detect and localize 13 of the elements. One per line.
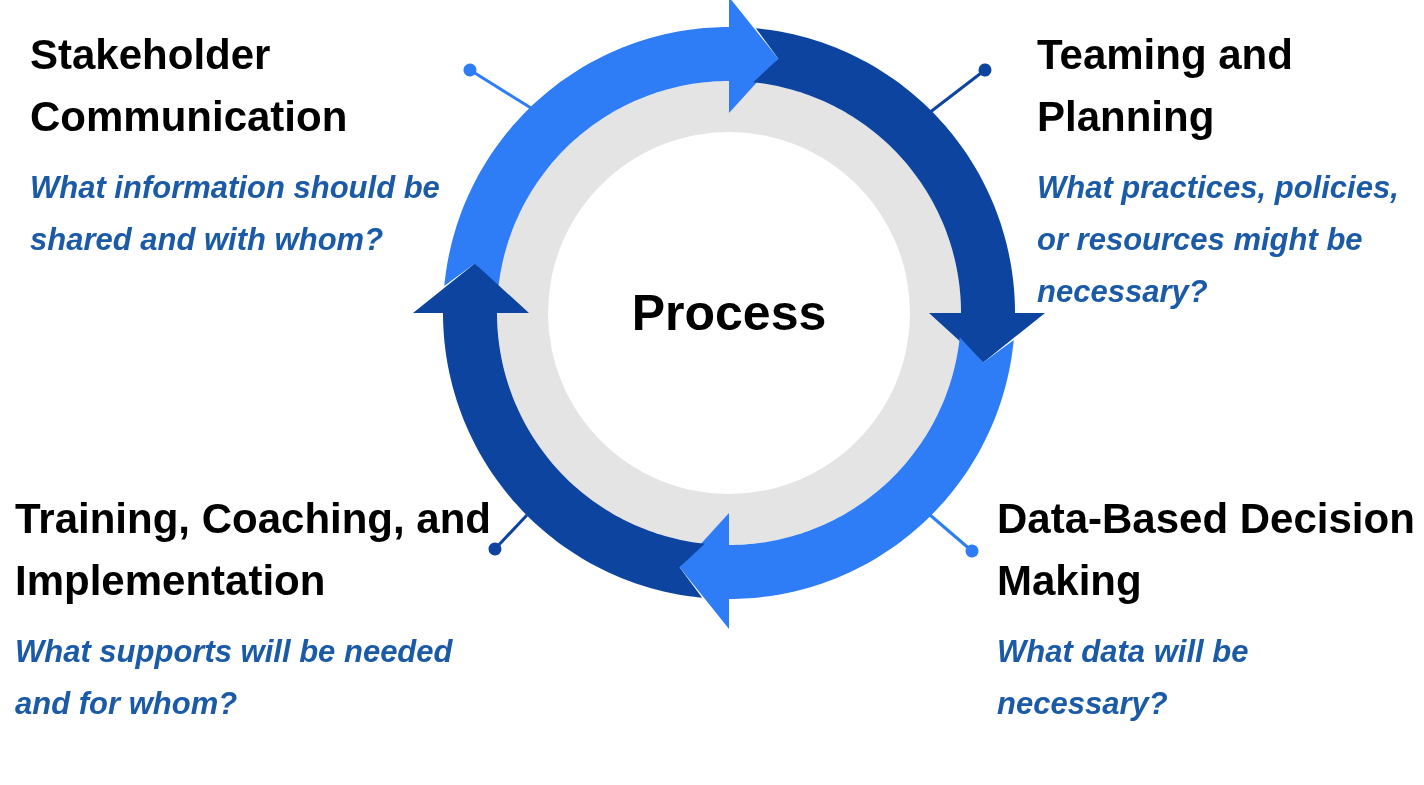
step-heading: Training, Coaching, and Implementation xyxy=(15,494,493,606)
leader-line xyxy=(929,513,979,558)
leader-line xyxy=(463,63,532,110)
leader-line xyxy=(488,513,529,556)
step-heading: Data-Based Decision Making xyxy=(997,494,1416,606)
step-question: What data will be necessary? xyxy=(997,633,1250,723)
step-heading: Teaming and Planning xyxy=(1037,30,1294,142)
step-question: What supports will be needed and for whom? xyxy=(15,633,454,723)
step-question: What information should be shared and with whom? xyxy=(30,169,441,259)
center-label: Process xyxy=(631,284,827,342)
step-heading: Stakeholder Communication xyxy=(30,30,349,142)
step-question: What practices, policies, or resources might be necessary? xyxy=(1037,169,1400,311)
leader-line xyxy=(928,63,992,115)
